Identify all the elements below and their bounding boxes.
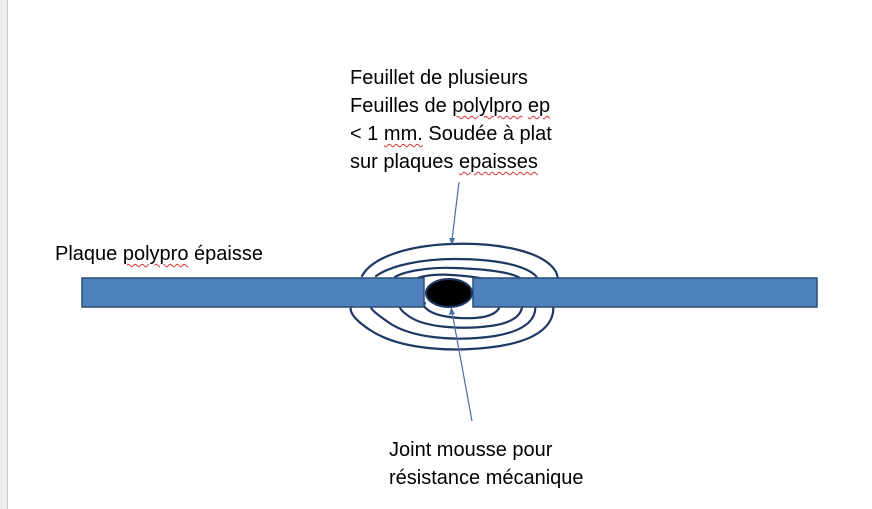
sheets-label-word-mm: mm. <box>383 123 423 145</box>
sheets-label-word-epaisses: epaisses <box>458 151 538 173</box>
sheets-label-line-4: sur plaques epaisses <box>350 151 538 173</box>
foam-joint <box>425 278 473 308</box>
plate-left <box>81 277 425 308</box>
window-left-edge <box>0 0 8 509</box>
sheets-label-word-polylpro: polylpro <box>452 95 523 117</box>
plate-label: Plaque polypro épaisse <box>55 243 263 265</box>
sheets-label-line-3: < 1 mm. Soudée à plat <box>350 123 552 145</box>
callout-sheets-pointer <box>449 181 460 245</box>
joint-label-line-1: Joint mousse pour <box>389 439 553 461</box>
plate-label-word-polypro: polypro <box>122 243 189 265</box>
sheets-label-word-ep: ep <box>527 95 551 117</box>
sheets-label-line-1: Feuillet de plusieurs <box>350 67 528 89</box>
callout-joint-pointer <box>449 307 473 422</box>
plate-right <box>472 277 818 308</box>
joint-label: Joint mousse pour résistance mécanique <box>389 436 584 492</box>
joint-label-line-2: résistance mécanique <box>389 467 584 489</box>
sheets-label: Feuillet de plusieurs Feuilles de polylp… <box>350 64 552 176</box>
sheets-label-line-2: Feuilles de polylpro ep <box>350 95 551 117</box>
